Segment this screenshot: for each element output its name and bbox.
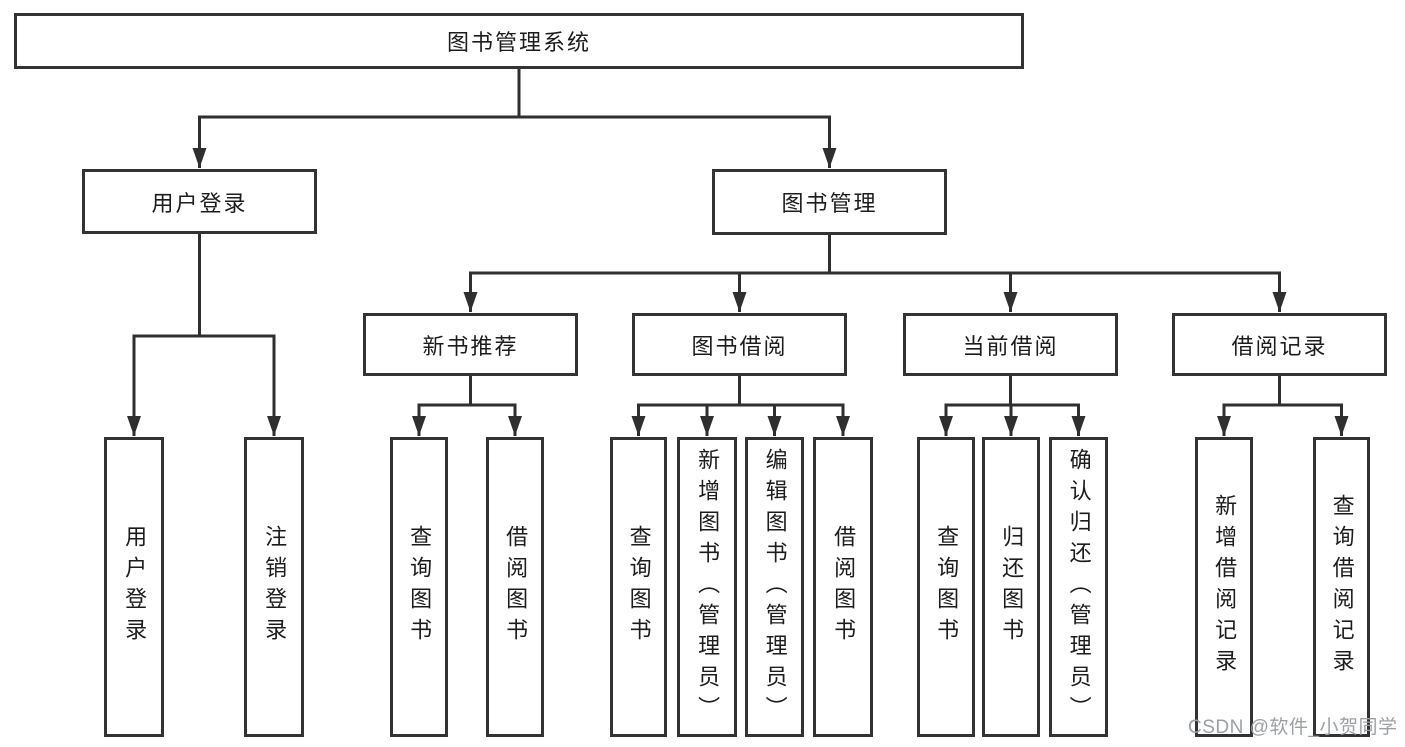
leaf-add-book-admin: 新增图书（管理员） [677, 437, 737, 737]
leaf-borrow-books-recommend-label: 借阅图书 [503, 525, 529, 649]
node-root-label: 图书管理系统 [446, 30, 591, 55]
leaf-query-books-current-label: 查询图书 [934, 525, 960, 649]
leaf-query-books-borrow-label: 查询图书 [626, 525, 652, 649]
leaf-edit-book-admin-label: 编辑图书（管理员） [762, 447, 788, 727]
leaf-edit-book-admin: 编辑图书（管理员） [745, 437, 804, 737]
leaf-borrow-books-recommend: 借阅图书 [486, 437, 544, 737]
leaf-query-borrow-record: 查询借阅记录 [1313, 437, 1370, 737]
leaf-add-book-admin-label: 新增图书（管理员） [695, 447, 721, 727]
leaf-query-books-borrow: 查询图书 [610, 437, 667, 737]
node-book-management: 图书管理 [712, 169, 947, 235]
node-user-login-label: 用户登录 [151, 190, 248, 216]
leaf-return-book: 归还图书 [982, 437, 1040, 737]
watermark: CSDN @软件_小贺同学 [1188, 717, 1398, 738]
node-current-borrow-label: 当前借阅 [962, 333, 1059, 359]
leaf-confirm-return-admin-label: 确认归还（管理员） [1066, 447, 1092, 727]
leaf-query-borrow-record-label: 查询借阅记录 [1329, 494, 1355, 680]
node-user-login: 用户登录 [82, 169, 317, 234]
node-borrow-records-label: 借阅记录 [1231, 333, 1328, 359]
node-book-borrow: 图书借阅 [632, 313, 847, 376]
leaf-borrow-books-label: 借阅图书 [831, 525, 857, 649]
node-root: 图书管理系统 [14, 13, 1024, 69]
leaf-user-login-label: 用户登录 [122, 525, 148, 649]
leaf-user-login: 用户登录 [104, 437, 164, 737]
connector-arrows [127, 117, 1349, 436]
leaf-logout: 注销登录 [244, 437, 304, 737]
leaf-query-books-recommend-label: 查询图书 [407, 525, 433, 649]
node-book-borrow-label: 图书借阅 [691, 333, 788, 359]
leaf-confirm-return-admin: 确认归还（管理员） [1049, 437, 1108, 737]
node-borrow-records: 借阅记录 [1172, 313, 1387, 376]
leaf-query-books-current: 查询图书 [917, 437, 975, 737]
leaf-add-borrow-record: 新增借阅记录 [1195, 437, 1253, 737]
node-new-book-recommend-label: 新书推荐 [422, 333, 519, 359]
node-current-borrow: 当前借阅 [903, 313, 1118, 376]
leaf-logout-label: 注销登录 [262, 525, 288, 649]
leaf-add-borrow-record-label: 新增借阅记录 [1212, 494, 1238, 680]
node-book-management-label: 图书管理 [781, 191, 878, 216]
leaf-borrow-books: 借阅图书 [813, 437, 873, 737]
connector-trunks [132, 67, 1343, 407]
leaf-return-book-label: 归还图书 [999, 525, 1025, 649]
node-new-book-recommend: 新书推荐 [363, 313, 578, 376]
leaf-query-books-recommend: 查询图书 [390, 437, 448, 737]
